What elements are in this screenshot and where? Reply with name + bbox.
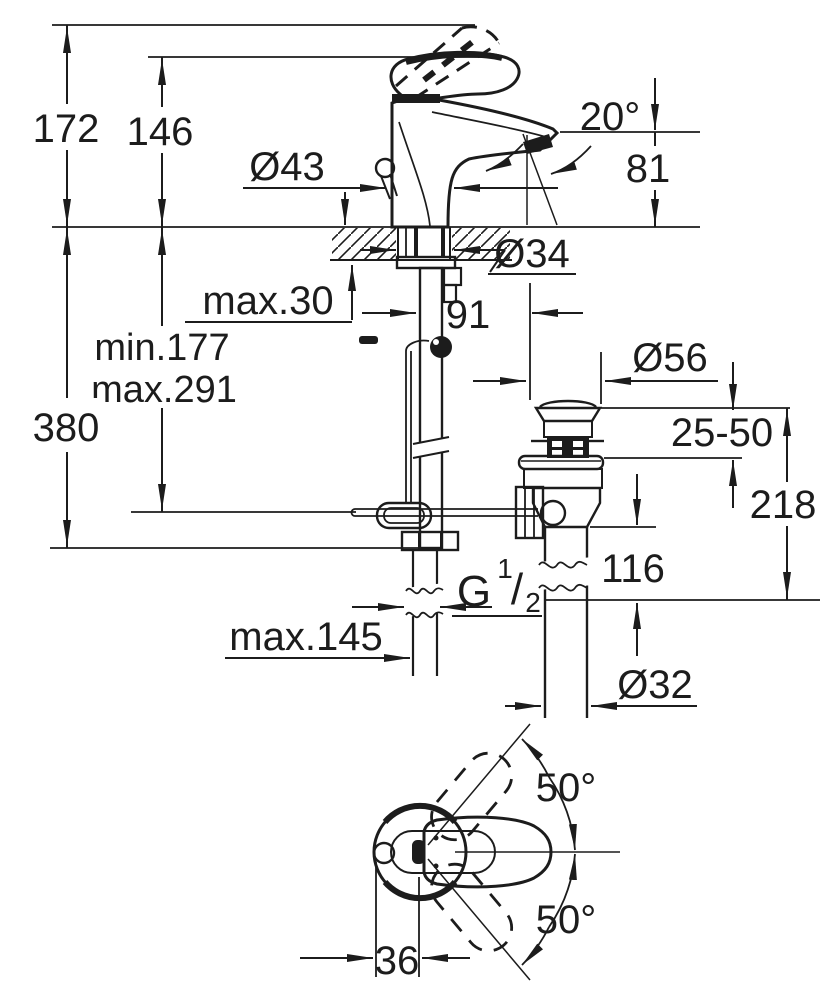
dim-total-height: 172 (33, 25, 100, 227)
handle-top-view-lever (422, 815, 553, 889)
dim-base-diameter: Ø43 (243, 145, 558, 225)
dim-label-25-50: 25-50 (671, 411, 773, 455)
dim-hose-min-max: min.177 max.291 (84, 227, 242, 512)
dim-label-380: 380 (33, 406, 100, 450)
handle-top-view-inner (390, 830, 496, 874)
handle-dot-top (433, 835, 439, 841)
shank-bar-right (441, 227, 445, 257)
mounting-washer (395, 255, 457, 270)
faucet-silhouette (390, 96, 560, 229)
dim-waste-pipe-diameter: Ø32 (505, 663, 697, 710)
dim-label-min177: min.177 (94, 327, 229, 369)
dim-label-146: 146 (127, 110, 194, 154)
waste-tailpipe (543, 527, 589, 718)
dim-label-218: 218 (750, 483, 817, 527)
handle-raised-dashed (395, 25, 501, 100)
handle-base-heavy-arc-top (382, 802, 458, 825)
dim-label-172: 172 (33, 107, 100, 151)
dim-tailpipe-length: 116 (601, 474, 665, 656)
waste-ribbed-neck (543, 420, 593, 438)
dim-label-g: G (457, 567, 491, 616)
dim-label-81: 81 (626, 147, 671, 191)
dim-waste-adjustment: 25-50 (671, 362, 773, 508)
dim-label-50deg-upper: 50° (536, 766, 597, 810)
lever-ball-joint (539, 499, 567, 527)
popup-waste-assembly (514, 399, 605, 718)
flex-hose (418, 266, 444, 550)
pull-rod-ball (430, 336, 452, 358)
mounting-stud-upper (442, 266, 463, 287)
dim-hose-overall: 380 (28, 227, 104, 548)
pull-knob-top-view (372, 841, 396, 865)
ball-highlight (433, 339, 439, 345)
dim-label-max291: max.291 (91, 369, 237, 411)
dim-spout-height: 81 (622, 132, 676, 227)
waste-cap (533, 406, 603, 423)
linkage-rod (350, 508, 538, 517)
dim-waste-cap-diameter: Ø56 (473, 336, 718, 385)
dim-label-50deg-lower: 50° (536, 898, 597, 942)
rod-guide (359, 336, 378, 344)
dim-label-20deg: 20° (580, 95, 641, 139)
handle-slot (412, 840, 425, 864)
swivel-angle-arcs (521, 738, 577, 966)
handle-top-edge (405, 51, 503, 65)
dim-label-91: 91 (446, 293, 491, 337)
aerator (523, 134, 553, 154)
handle-dot-bottom (433, 863, 439, 869)
dim-label-36: 36 (375, 939, 420, 983)
shank-bar-left (414, 227, 418, 257)
faucet-body (374, 25, 560, 229)
dim-handle-width: 36 (300, 862, 470, 983)
handle-raised-heavy-dash (422, 33, 482, 83)
dim-center-to-drain: 91 (362, 293, 583, 337)
dim-deck-thickness: max.30 (185, 265, 356, 323)
dim-thread-g12: G 1 / 2 (352, 553, 542, 618)
dim-label-o34: Ø34 (494, 232, 570, 276)
counter-hatch-left (332, 228, 396, 259)
lever-hex (514, 485, 545, 540)
dim-handle-height: 146 (114, 57, 206, 227)
dim-shank-diameter: Ø34 (360, 232, 576, 276)
dim-label-max145: max.145 (229, 615, 382, 659)
pull-rod (405, 339, 430, 504)
mounting-stud-lower (442, 283, 458, 304)
dim-label-g-den: 2 (525, 587, 541, 618)
hose-nut (400, 530, 460, 552)
dim-hose-projection: max.145 (225, 615, 410, 662)
dim-label-116: 116 (601, 547, 665, 591)
waste-cap-dome (539, 399, 597, 408)
dim-label-o56: Ø56 (632, 336, 708, 380)
handle-base-heavy-arc-bottom (382, 879, 458, 902)
handle-swivel-down-dashed (430, 862, 514, 953)
dim-waste-height: 218 (746, 408, 822, 600)
dim-label-o43: Ø43 (249, 145, 325, 189)
dim-label-g-slash: / (511, 565, 524, 614)
waste-locknut (523, 468, 603, 489)
dim-spout-angle: 20° (485, 78, 659, 226)
pull-knob (374, 157, 396, 179)
reference-lines (50, 24, 820, 601)
side-view: 172 146 min.177 max.291 380 Ø43 (28, 24, 822, 718)
top-view: 50° 50° 36 (300, 723, 620, 983)
supply-assembly (350, 227, 538, 676)
top-view-construction-lines (427, 723, 620, 981)
countertop-section (330, 227, 512, 261)
dim-label-o32: Ø32 (617, 663, 693, 707)
handle-swivel-up-dashed (430, 751, 514, 842)
dim-label-g-num: 1 (497, 553, 513, 584)
dim-label-max30: max.30 (202, 279, 333, 323)
tailpipe-break-gap (539, 557, 593, 590)
